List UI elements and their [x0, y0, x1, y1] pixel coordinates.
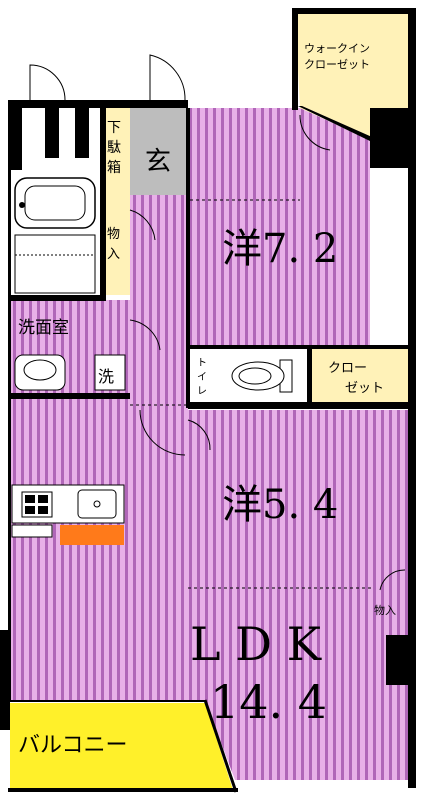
washbasin-icon: [14, 354, 66, 391]
entrance-floor: [130, 108, 188, 195]
western-room-2-floor: [188, 410, 410, 585]
storage-upper-floor: [105, 195, 130, 295]
label-storage-upper-2: 入: [107, 247, 120, 262]
wall-room-divider: [186, 108, 190, 408]
label-entrance: 玄: [145, 147, 171, 177]
storage-lower-floor: [372, 585, 410, 635]
wall-wic-top: [292, 8, 414, 14]
wall-top-entrance: [8, 100, 188, 108]
balcony-rail-bottom: [8, 788, 238, 792]
balcony-divider: [203, 699, 238, 793]
label-storage-upper-1: 物: [107, 227, 120, 242]
door-swing-hall-2: [129, 319, 161, 351]
label-walk-in-closet-2: クローゼット: [304, 58, 370, 71]
kitchen-sink-icon: [77, 489, 117, 519]
label-closet-2: ゼット: [345, 381, 384, 396]
label-closet-1: クロー: [328, 361, 367, 376]
wall-wic-left: [292, 10, 298, 110]
toilet-icon: [231, 359, 293, 393]
column-right-top: [370, 108, 410, 168]
balcony-floor: [10, 703, 233, 790]
door-swing-wic: [299, 114, 331, 151]
kitchen-counter: [11, 484, 125, 545]
label-shoe-box-2: 駄: [107, 140, 121, 156]
door-swing-ldk: [139, 409, 186, 456]
wall-left-small: [45, 108, 59, 158]
label-washroom: 洗面室: [18, 318, 69, 338]
wall-room1-bottom: [188, 345, 412, 349]
wall-room2-top: [188, 402, 412, 409]
label-toilet-3: レ: [197, 386, 207, 397]
wall-right: [408, 8, 416, 788]
label-ldk: L D K: [190, 617, 323, 671]
wall-wash-top: [8, 295, 106, 301]
western-room-1-floor: [188, 108, 370, 348]
door-swing-room2: [187, 419, 211, 451]
label-western-room-1: 洋: [222, 226, 262, 272]
closet-floor: [310, 348, 410, 403]
stove-icon: [25, 495, 48, 514]
label-western-room-1-size: 7. 2: [262, 226, 338, 272]
label-walk-in-closet-1: ウォークイン: [304, 42, 370, 55]
wall-left-top: [8, 100, 22, 170]
door-swing-entry-1: [29, 64, 66, 101]
door-swing-entry-2: [149, 54, 186, 101]
bathtub-icon: [14, 177, 96, 229]
label-toilet-2: イ: [197, 372, 207, 383]
wall-bath-left: [8, 170, 11, 700]
wall-diagonal: [298, 106, 372, 142]
wall-left-small-2: [75, 108, 89, 158]
label-shoe-box-3: 箱: [107, 160, 121, 176]
washing-machine-icon: [94, 354, 126, 391]
label-ldk-size: 14. 4: [210, 675, 327, 729]
counter-accent: [60, 525, 124, 545]
wall-left-column: [0, 630, 10, 730]
hall-floor: [130, 195, 188, 398]
column-right-bottom: [386, 635, 410, 685]
label-washer: 洗: [98, 367, 114, 386]
shower-area: [14, 234, 96, 294]
door-swing-storage: [379, 569, 406, 591]
label-balcony: バルコニー: [18, 733, 128, 758]
shoe-box-floor: [105, 108, 130, 195]
label-western-room-2: 洋: [222, 482, 262, 528]
label-shoe-box-1: 下: [107, 120, 121, 136]
wall-closet-left: [307, 345, 312, 405]
door-swing-hall-1: [129, 209, 156, 241]
wall-ldk-top: [8, 393, 130, 399]
label-toilet-1: ト: [197, 358, 207, 369]
wall-bath-right: [100, 108, 106, 298]
label-storage-lower: 物入: [374, 603, 396, 617]
label-western-room-2-size: 5. 4: [262, 482, 338, 528]
